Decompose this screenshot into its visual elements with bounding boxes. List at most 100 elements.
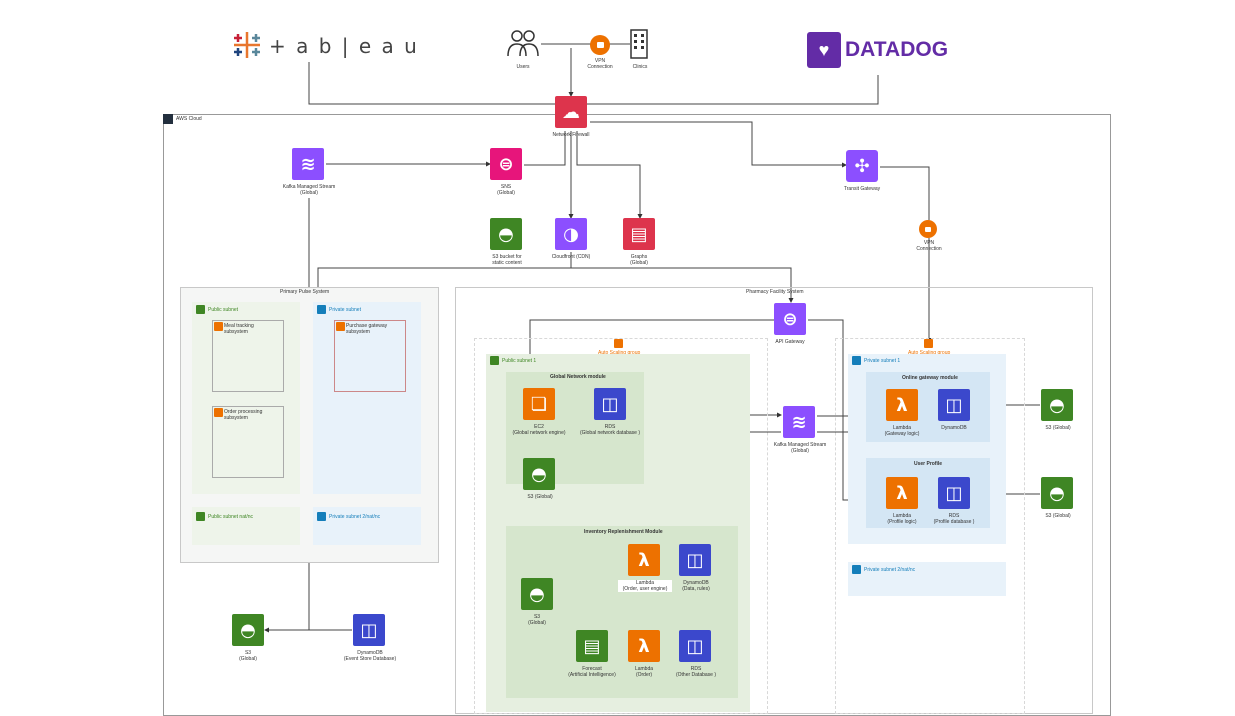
kinesis-stream-icon: ≋ (292, 148, 324, 180)
rds-profile-label: RDS (Profile database ) (933, 513, 975, 525)
cf-api-connector (571, 267, 794, 303)
order-module-badge (214, 408, 223, 417)
purchase-module-badge (336, 322, 345, 331)
s3-right-1-label: S3 (Global) (1045, 425, 1071, 431)
tableau-logo: + a b | e a u (231, 28, 417, 62)
s3-static-icon: ◓ (490, 218, 522, 250)
pharmacy-system-title: Pharmacy Facility System (746, 289, 804, 295)
cloudfront-label: Cloudfront (CDN) (551, 254, 591, 260)
nat-subnet-2-badge (317, 512, 326, 521)
aws-cloud-label: AWS Cloud (176, 116, 202, 122)
nat-subnet-2 (313, 507, 421, 545)
firewall-transit-connector (590, 121, 847, 168)
global-network-title: Global Network module (550, 374, 606, 380)
tableau-icon (234, 32, 260, 58)
firewall-waf-connector (576, 131, 643, 219)
user-profile-title: User Profile (914, 461, 943, 467)
users-label: Users (516, 64, 530, 70)
private-subnet-badge (317, 305, 326, 314)
primary-system-title: Primary Pulse System (280, 289, 330, 295)
vpn-top-label: VPN Connection (587, 58, 613, 70)
dynamo-rules-label: DynamoDB (Data, rules) (682, 580, 710, 592)
online-gateway-title: Online gateway module (902, 375, 958, 381)
dynamo-rules-icon: ◫ (679, 544, 711, 576)
s3-global-label: S3 (Global) (527, 494, 553, 500)
purchase-module-label: Purchase gateway subsystem (346, 323, 388, 335)
lambda-order-user-icon: λ (628, 544, 660, 576)
s3-right-2-icon: ◓ (1041, 477, 1073, 509)
api-gateway-icon: ⊜ (774, 303, 806, 335)
vpn-right-label: VPN Connection (916, 240, 942, 252)
vpn-right-icon (919, 220, 937, 238)
pharmacy-private-badge (852, 356, 861, 365)
nat-subnet-1 (192, 507, 300, 545)
primary-s3-label: S3 (Global) (239, 650, 257, 662)
clinics-label: Clinics (632, 64, 648, 70)
transit-gateway-label: Transit Gateway (843, 186, 881, 192)
lambda-profile-label: Lambda (Profile logic) (887, 513, 917, 525)
api-gateway-label: API Gateway (775, 339, 805, 345)
dynamo-gateway-label: DynamoDB (941, 425, 967, 431)
primary-public-subnet (192, 302, 300, 494)
dynamo-gateway-icon: ◫ (938, 389, 970, 421)
tableau-wordmark: + a b | e a u (269, 34, 419, 58)
nat-subnet-1-badge (196, 512, 205, 521)
primary-dynamo-icon: ◫ (353, 614, 385, 646)
lambda-gateway-icon: λ (886, 389, 918, 421)
pharmacy-private-2-badge (852, 565, 861, 574)
vpn-top-icon (590, 35, 610, 55)
nat-subnet-1-label: Public subnet nat/nc (208, 514, 254, 520)
waf-label: Graphs (Global) (630, 254, 648, 266)
purchase-gateway-module (334, 320, 406, 392)
meal-module-label: Meal tracking subsystem (224, 323, 254, 335)
kinesis-middle-icon: ≋ (783, 406, 815, 438)
pharmacy-private-subnet-2 (848, 562, 1006, 596)
transit-gateway-icon: ✣ (846, 150, 878, 182)
public-subnet-label: Public subnet (208, 307, 239, 313)
network-firewall-label: Network Firewall (552, 132, 590, 138)
rds-profile-icon: ◫ (938, 477, 970, 509)
asg-right-badge (924, 339, 933, 348)
s3-inventory-icon: ◓ (521, 578, 553, 610)
rds-other-icon: ◫ (679, 630, 711, 662)
users-icon (506, 26, 540, 60)
private-subnet-label: Private subnet (329, 307, 361, 313)
forecast-label: Forecast (Artificial Intelligence) (568, 666, 616, 678)
nat-subnet-2-label: Private subnet 2/nat/nc (329, 514, 381, 520)
primary-private-subnet (313, 302, 421, 494)
lambda-profile-icon: λ (886, 477, 918, 509)
rds-other-label: RDS (Other Database ) (675, 666, 717, 678)
cf-systems-connector (317, 252, 572, 288)
s3-global-icon: ◓ (523, 458, 555, 490)
rds-network-icon: ◫ (594, 388, 626, 420)
inventory-module-title: Inventory Replenishment Module (584, 529, 663, 535)
order-processing-module (212, 406, 284, 478)
s3-inventory-label: S3 (Global) (528, 614, 546, 626)
pharmacy-public-badge (490, 356, 499, 365)
datadog-logo: ♥ DATADOG (805, 28, 950, 72)
network-firewall-icon: ☁ (555, 96, 587, 128)
transit-vpn-connector (880, 166, 930, 220)
cloudfront-icon: ◑ (555, 218, 587, 250)
aws-cloud-badge (163, 114, 173, 124)
s3-right-2-label: S3 (Global) (1045, 513, 1071, 519)
s3-right-1-icon: ◓ (1041, 389, 1073, 421)
meal-tracking-module (212, 320, 284, 392)
pharmacy-private-label: Private subnet 1 (864, 358, 901, 364)
lambda-order-icon: λ (628, 630, 660, 662)
meal-module-badge (214, 322, 223, 331)
kinesis-middle-label: Kafka Managed Stream (Global) (773, 442, 827, 454)
datadog-icon: ♥ (807, 32, 841, 68)
clinics-icon (628, 28, 650, 60)
waf-icon: ▤ (623, 218, 655, 250)
lambda-order-label: Lambda (Order) (634, 666, 654, 678)
s3-static-label: S3 bucket for static content (492, 254, 522, 266)
sns-label: SNS (Global) (497, 184, 515, 196)
ec2-icon: ❏ (523, 388, 555, 420)
datadog-wordmark: DATADOG (845, 38, 949, 61)
ec2-label: EC2 (Global network engine) (512, 424, 566, 436)
kinesis-stream-label: Kafka Managed Stream (Global) (282, 184, 336, 196)
tableau-connector (308, 62, 879, 105)
sns-icon: ⊜ (490, 148, 522, 180)
